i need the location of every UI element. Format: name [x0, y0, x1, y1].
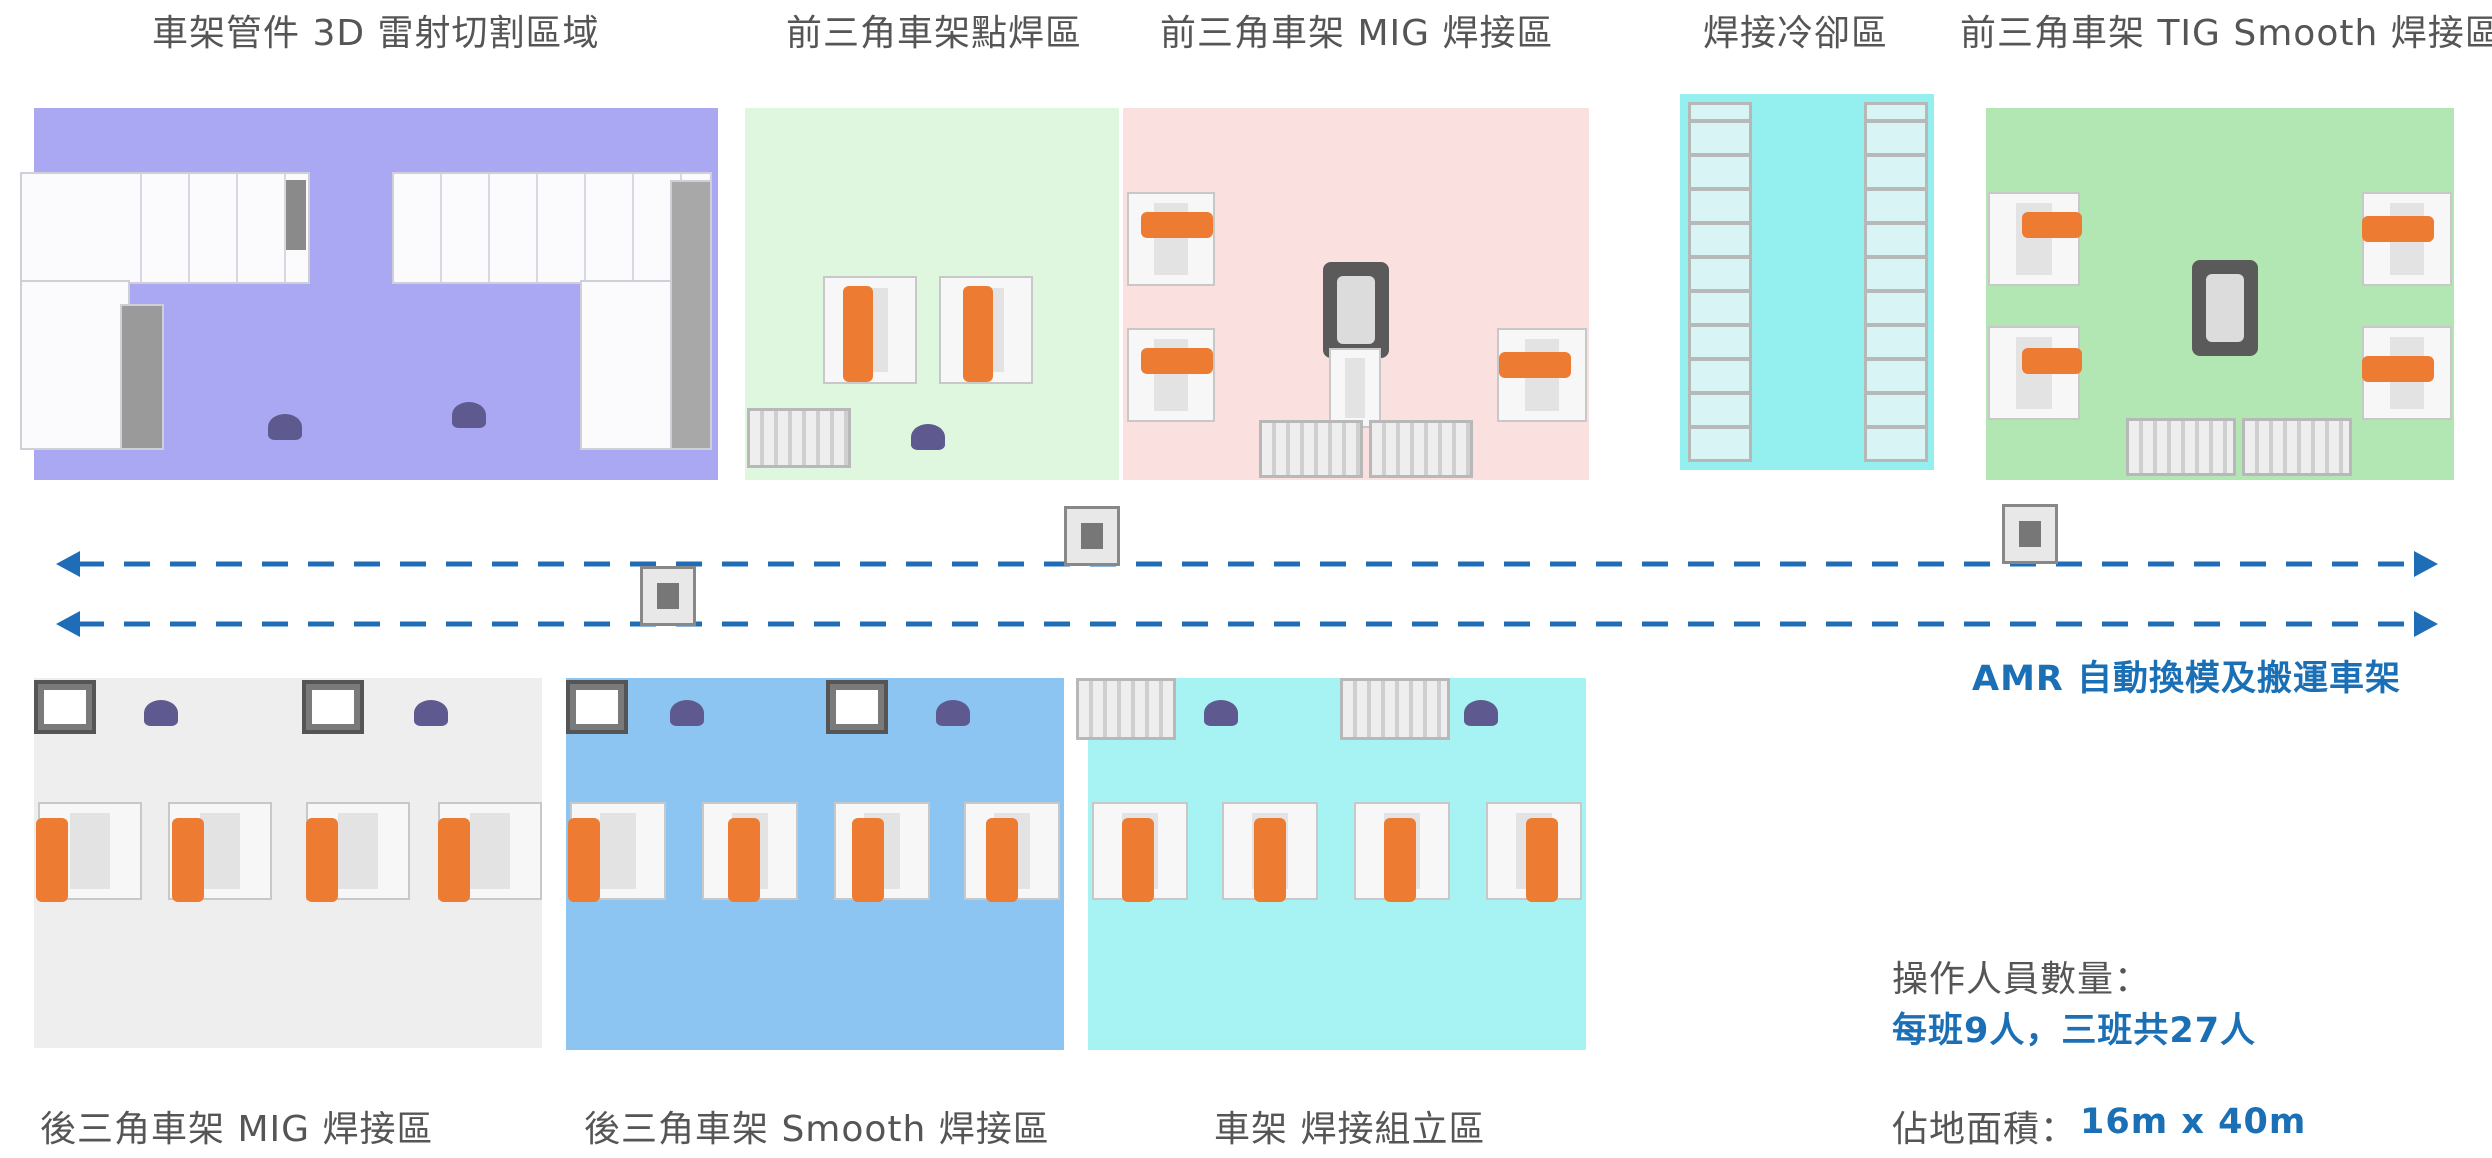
operators-value: 每班9人，三班共27人 [1892, 1011, 2257, 1051]
arrowhead-left-upper [56, 551, 80, 577]
material-bin [302, 680, 364, 734]
operators-label: 操作人員數量： [1892, 959, 2152, 1000]
robot-arm [438, 818, 470, 902]
robot-arm-base [1329, 348, 1381, 428]
operator-icon [911, 424, 945, 450]
zone-label-frame-assembly: 車架 焊接組立區 [1214, 1109, 1486, 1150]
laser-cutter-right-body [670, 180, 712, 450]
zone-label-rear-mig-weld: 後三角車架 MIG 焊接區 [40, 1109, 434, 1150]
arrowhead-right-upper [2414, 551, 2438, 577]
operator-icon [1204, 700, 1238, 726]
arrowhead-right-lower [2414, 611, 2438, 637]
zone-label-front-tig-smooth: 前三角車架 TIG Smooth 焊接區 [1960, 13, 2492, 54]
robot-arm [728, 818, 760, 902]
arrowhead-left-lower [56, 611, 80, 637]
zone-front-spot-weld [745, 108, 1119, 480]
zone-label-laser-cutting: 車架管件 3D 雷射切割區域 [152, 13, 600, 54]
robot-arm [852, 818, 884, 902]
weld-fixture [1259, 420, 1363, 478]
operator-icon [1464, 700, 1498, 726]
zone-label-front-spot-weld: 前三角車架點焊區 [786, 13, 1083, 54]
cooling-rack-left [1688, 102, 1752, 462]
laser-cutter-right-panel [394, 174, 690, 282]
operator-icon [936, 700, 970, 726]
material-bin [34, 680, 96, 734]
zone-rear-smooth-weld [566, 678, 1064, 1050]
robot-arm [1122, 818, 1154, 902]
laser-cutter-left-door [286, 180, 306, 250]
zone-label-rear-smooth-weld: 後三角車架 Smooth 焊接區 [584, 1109, 1050, 1150]
operator-icon [452, 402, 486, 428]
area-label: 佔地面積： [1892, 1109, 2078, 1150]
weld-fixture [747, 408, 851, 468]
robot-arm [306, 818, 338, 902]
amr-label: AMR 自動換模及搬運車架 [1972, 659, 2402, 699]
zone-frame-assembly [1076, 678, 1586, 1050]
robot-arm [1499, 352, 1571, 378]
area-value: 16m x 40m [2080, 1102, 2307, 1142]
zone-label-front-mig-weld: 前三角車架 MIG 焊接區 [1160, 13, 1554, 54]
robot-arm [2022, 348, 2082, 374]
robot-arm [1141, 348, 1213, 374]
operator-icon [268, 414, 302, 440]
amr-vehicle [640, 566, 696, 626]
zone-weld-cooling [1680, 94, 1934, 470]
weld-fixture [1076, 678, 1176, 740]
robot-arm [2362, 356, 2434, 382]
amr-vehicle [1064, 506, 1120, 566]
operator-icon [670, 700, 704, 726]
amr-vehicle [2002, 504, 2058, 564]
robot-arm [2022, 212, 2082, 238]
robot-arm [1141, 212, 1213, 238]
zone-front-tig-smooth [1986, 108, 2454, 480]
laser-cutter-left-body [120, 304, 164, 450]
robot-arm [843, 286, 873, 382]
laser-cutter-left-panel [94, 174, 308, 282]
robot-arm [963, 286, 993, 382]
robot-arm [568, 818, 600, 902]
weld-fixture [1369, 420, 1473, 478]
zone-label-weld-cooling: 焊接冷卻區 [1703, 13, 1889, 54]
operator-icon [414, 700, 448, 726]
robot-arm [36, 818, 68, 902]
robot-arm [1384, 818, 1416, 902]
zone-laser-cutting [20, 108, 718, 480]
robot-arm [2362, 216, 2434, 242]
weld-fixture [2126, 418, 2236, 476]
robot-arm [986, 818, 1018, 902]
zone-front-mig-weld [1123, 108, 1589, 480]
material-bin [566, 680, 628, 734]
weld-fixture [2242, 418, 2352, 476]
robot-arm [172, 818, 204, 902]
collaborative-robot [2192, 260, 2258, 356]
weld-fixture [1340, 678, 1450, 740]
robot-arm [1526, 818, 1558, 902]
collaborative-robot [1323, 262, 1389, 358]
operator-icon [144, 700, 178, 726]
robot-arm [1254, 818, 1286, 902]
zone-rear-mig-weld [34, 678, 542, 1048]
material-bin [826, 680, 888, 734]
cooling-rack-right [1864, 102, 1928, 462]
